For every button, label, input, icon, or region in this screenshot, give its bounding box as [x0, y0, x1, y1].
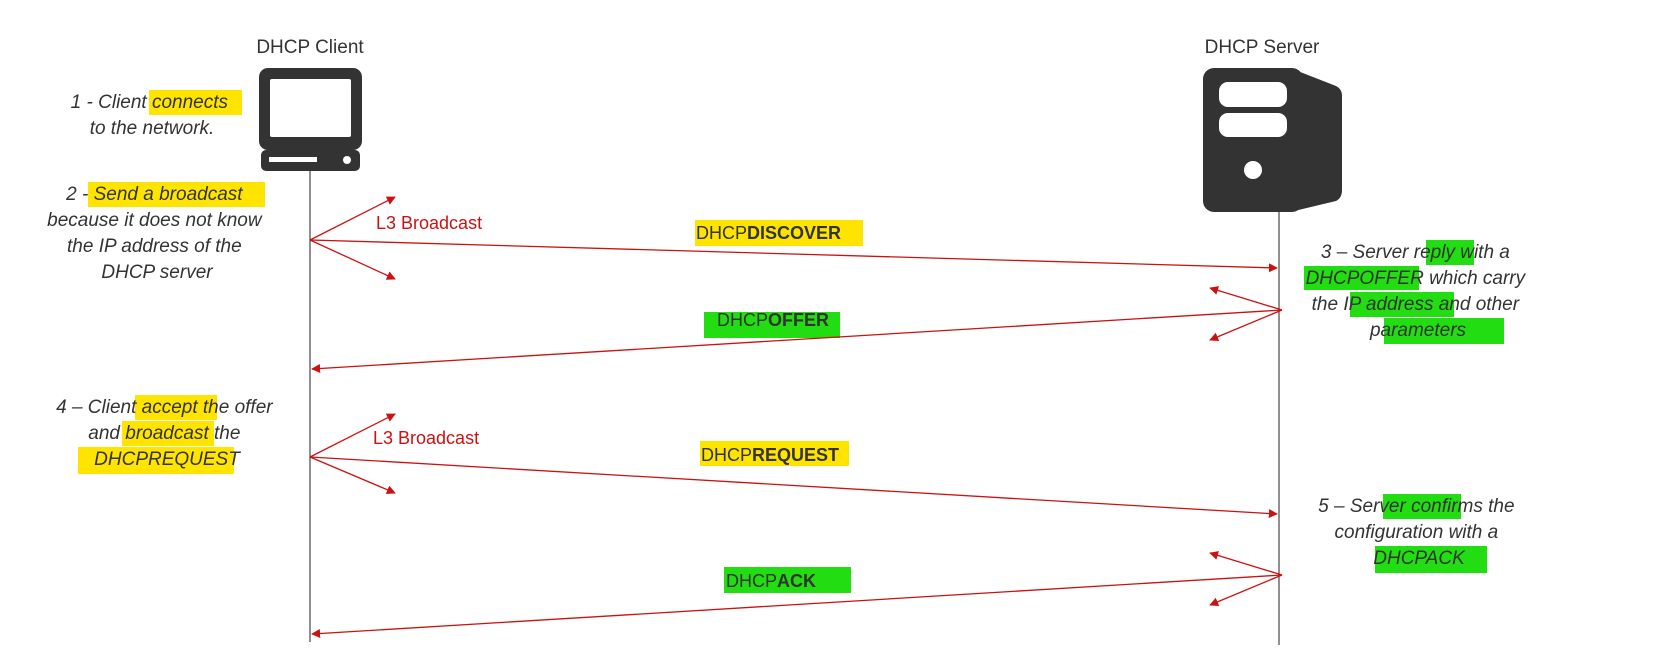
highlight-offer: [704, 312, 840, 338]
highlight-confirms: [1383, 494, 1461, 519]
dhcpoffer-label: DHCPOFFER: [717, 310, 829, 330]
dhcprequest-label: DHCPREQUEST: [701, 445, 839, 465]
highlight-request: [700, 441, 849, 466]
note-step4: 4 – Client accept the offer and broadcas…: [56, 397, 278, 470]
server-broadcast-arrow-down-1: [1209, 309, 1283, 342]
note-step3-line2: DHCPOFFER which carry: [1306, 268, 1527, 289]
dhcpdiscover-prefix: DHCP: [696, 223, 747, 243]
note-step5-line2: configuration with a: [1335, 522, 1499, 543]
dhcpdiscover-bold: DISCOVER: [747, 223, 841, 243]
note-step3-line3: the IP address and other: [1312, 294, 1520, 315]
note-step3-line4: parameters: [1369, 320, 1467, 341]
arrows: [309, 196, 1283, 638]
discover-arrow: [309, 239, 1278, 273]
note-step5: 5 – Server confirms the configuration wi…: [1318, 496, 1520, 569]
ack-arrow: [311, 574, 1283, 638]
broadcast-arrow-down-1: [309, 239, 396, 280]
note-step1: 1 - Client connects to the network.: [71, 92, 234, 139]
dhcpoffer-prefix: DHCP: [717, 310, 768, 330]
note-step2-line2: because it does not know: [47, 210, 263, 231]
offer-arrow: [311, 309, 1283, 373]
dhcprequest-bold: REQUEST: [752, 445, 839, 465]
server-icon: [1203, 68, 1342, 212]
server-broadcast-arrow-up-1: [1209, 286, 1283, 311]
highlight-connects: [149, 90, 242, 115]
note-step2: 2 - Send a broadcast because it does not…: [47, 184, 267, 283]
broadcast-arrow-up-1: [309, 196, 396, 241]
note-step3-line1: 3 – Server reply with a: [1321, 242, 1510, 263]
note-step5-line3: DHCPACK: [1373, 548, 1466, 569]
highlight-discover: [695, 220, 863, 246]
dhcprequest-prefix: DHCP: [701, 445, 752, 465]
broadcast-arrow-up-2: [309, 413, 396, 458]
note-step2-line4: DHCP server: [101, 262, 213, 283]
note-step4-line3: DHCPREQUEST: [94, 449, 241, 470]
note-step1-line1: 1 - Client connects: [71, 92, 229, 113]
dhcpack-label: DHCPACK: [726, 571, 816, 591]
server-broadcast-arrow-down-2: [1209, 574, 1283, 607]
server-label: DHCP Server: [1205, 37, 1320, 58]
highlight-ip-address: [1350, 292, 1454, 317]
note-step4-line2: and broadcast the: [88, 423, 240, 444]
highlight-broadcast: [122, 421, 214, 446]
highlights: [78, 90, 1504, 593]
l3-broadcast-label-2: L3 Broadcast: [373, 428, 479, 448]
server-broadcast-arrow-up-2: [1209, 551, 1283, 576]
l3-broadcast-label-1: L3 Broadcast: [376, 213, 482, 233]
computer-icon: [259, 68, 362, 171]
note-step5-line1: 5 – Server confirms the: [1318, 496, 1514, 517]
dhcpack-prefix: DHCP: [726, 571, 777, 591]
highlight-send-a-broadcast: [88, 182, 265, 207]
highlight-dhcpoffer-note: [1304, 266, 1419, 290]
dhcpoffer-bold: OFFER: [768, 310, 829, 330]
note-step3: 3 – Server reply with a DHCPOFFER which …: [1306, 242, 1531, 341]
highlight-dhcprequest-note: [78, 447, 234, 474]
dhcpdiscover-label: DHCPDISCOVER: [696, 223, 841, 243]
broadcast-arrow-down-2: [309, 456, 396, 494]
note-step4-line1: 4 – Client accept the offer: [56, 397, 273, 418]
highlight-accept: [135, 395, 217, 420]
highlight-reply: [1426, 240, 1474, 265]
note-step2-line1: 2 - Send a broadcast: [65, 184, 243, 205]
note-step2-line3: the IP address of the: [67, 236, 242, 257]
dhcpack-bold: ACK: [777, 571, 816, 591]
highlight-dhcpack-note: [1375, 546, 1487, 573]
client-label: DHCP Client: [256, 37, 364, 58]
highlight-parameters: [1384, 318, 1504, 344]
highlight-ack: [724, 567, 851, 593]
note-step1-line2: to the network.: [90, 118, 215, 139]
request-arrow: [309, 456, 1278, 519]
